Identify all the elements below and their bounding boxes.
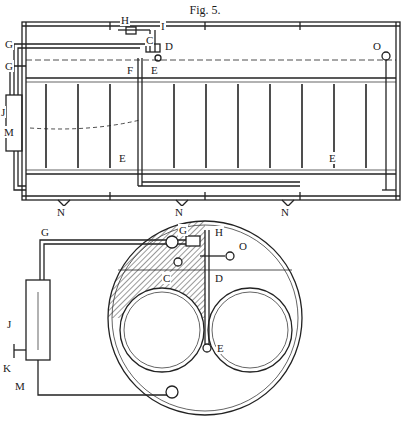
drawing-stroke (142, 181, 300, 182)
drawing-stroke (154, 30, 155, 52)
drawing-stroke (26, 60, 396, 61)
drawing-stroke (26, 77, 396, 78)
callout-letter: M (14, 380, 26, 392)
drawing-stroke (22, 25, 400, 26)
drawing-stroke (166, 236, 178, 248)
callout-letter: O (372, 40, 382, 52)
drawing-stroke (18, 48, 140, 95)
callout-letter: D (164, 40, 174, 52)
drawing-stroke (138, 185, 300, 186)
drawing-stroke (13, 344, 14, 358)
end-view (14, 221, 302, 415)
drawing-stroke (38, 292, 39, 350)
drawing-stroke (382, 189, 396, 190)
callout-letter: M (3, 126, 15, 138)
drawing-stroke (25, 22, 26, 200)
callout-letter: G (4, 38, 14, 50)
drawing-stroke (204, 22, 205, 30)
drawing-stroke (46, 84, 366, 168)
callout-letter: N (280, 206, 290, 218)
callout-letter: F (126, 64, 134, 76)
drawing-stroke (237, 84, 239, 168)
callout-letter: G (178, 224, 188, 236)
drawing-stroke (30, 120, 140, 129)
drawing-stroke (18, 151, 26, 186)
drawing-stroke (204, 230, 205, 345)
drawing-stroke (22, 22, 400, 200)
callout-letter: J (6, 318, 12, 330)
callout-letter: N (174, 206, 184, 218)
drawing-stroke (365, 84, 367, 168)
drawing-stroke (109, 22, 110, 30)
drawing-stroke (166, 386, 178, 398)
drawing-stroke (124, 292, 200, 368)
drawing-stroke (14, 349, 26, 350)
drawing-stroke (26, 173, 396, 174)
drawing-stroke (109, 192, 110, 200)
callout-letter: G (4, 60, 14, 72)
drawing-stroke (126, 27, 136, 34)
drawing-stroke (203, 344, 211, 352)
callout-letter: E (118, 152, 127, 164)
callout-letter: E (328, 152, 337, 164)
drawing-stroke (382, 52, 390, 60)
drawing-stroke (204, 192, 205, 200)
drawing-stroke (155, 55, 161, 61)
drawing-stroke (26, 280, 50, 360)
drawing-stroke (118, 29, 150, 30)
drawing-stroke (6, 95, 22, 151)
drawing-stroke (212, 292, 288, 368)
drawing-stroke (226, 252, 234, 260)
drawing-stroke (174, 258, 182, 266)
side-section (6, 22, 400, 206)
drawing-stroke (77, 84, 79, 168)
callout-letter: G (40, 226, 50, 238)
callout-letter: C (162, 272, 171, 284)
callout-letter: H (214, 226, 224, 238)
callout-letter: K (2, 362, 12, 374)
drawing-stroke (14, 151, 26, 190)
drawing-stroke (26, 170, 396, 171)
drawing-stroke (205, 84, 207, 168)
drawing-stroke (186, 236, 200, 246)
drawing-stroke (301, 84, 303, 168)
callout-letter: H (120, 14, 130, 26)
drawing-stroke (38, 360, 170, 395)
drawing-stroke (14, 44, 150, 95)
drawing-stroke (208, 230, 209, 345)
drawing-stroke (45, 84, 47, 168)
drawing-stroke (200, 255, 225, 256)
drawing-stroke (385, 60, 386, 190)
drawing-stroke (299, 22, 300, 30)
callout-letter: N (56, 206, 66, 218)
drawing-stroke (137, 58, 138, 186)
drawing-stroke (22, 195, 400, 196)
drawing-stroke (299, 192, 300, 200)
callout-letter: I (160, 20, 166, 32)
callout-letter: D (214, 272, 224, 284)
figure-title: Fig. 5. (189, 3, 220, 17)
callout-letter: C (145, 34, 154, 46)
drawing-stroke (173, 84, 175, 168)
drawing-stroke (208, 288, 292, 372)
drawing-stroke (269, 84, 271, 168)
drawing-stroke (108, 221, 302, 415)
drawing-stroke (112, 225, 298, 411)
callout-letter: E (216, 342, 225, 354)
drawing-stroke (120, 288, 204, 372)
callout-letter: J (0, 106, 6, 118)
callout-letter: E (150, 64, 159, 76)
callout-letter: O (238, 240, 248, 252)
drawing-stroke (395, 22, 396, 200)
drawing-stroke (141, 58, 142, 186)
drawing-stroke (26, 82, 396, 83)
